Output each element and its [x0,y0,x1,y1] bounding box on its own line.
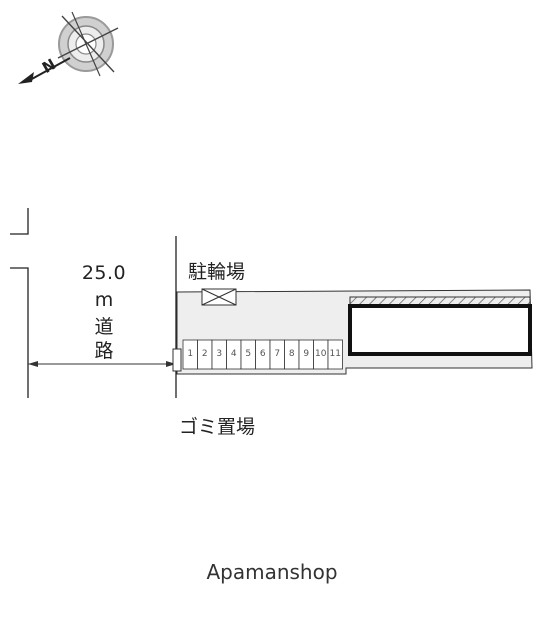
road-width-dimension [28,361,176,367]
parking-slot-number: 9 [303,349,309,359]
building [348,296,532,356]
brand-watermark: Apamanshop [206,560,338,584]
garbage-area-marker [172,348,182,372]
bicycle-parking-symbol [201,288,237,306]
garbage-area-label: ゴミ置場 [179,416,256,438]
bicycle-parking-label: 駐輪場 [188,261,246,283]
parking-slot-number: 4 [231,349,237,359]
road-label-line1: 道 [94,316,114,338]
road-width-unit: m [94,289,114,311]
parking-slot-number: 2 [202,349,208,359]
parking-slot-number: 11 [330,349,341,359]
parking-slot-number: 7 [274,349,280,359]
parking-slot-number: 1 [187,349,193,359]
road-width-value: 25.0 [81,262,127,284]
compass-icon [18,11,119,84]
parking-slot-number: 6 [260,349,266,359]
parking-slot-number: 3 [216,349,222,359]
road-label-line2: 路 [94,340,114,362]
parking-slot-number: 5 [245,349,251,359]
parking-slot-number: 8 [289,349,295,359]
parking-slot-number: 10 [315,349,327,359]
parking-slot [327,339,343,370]
